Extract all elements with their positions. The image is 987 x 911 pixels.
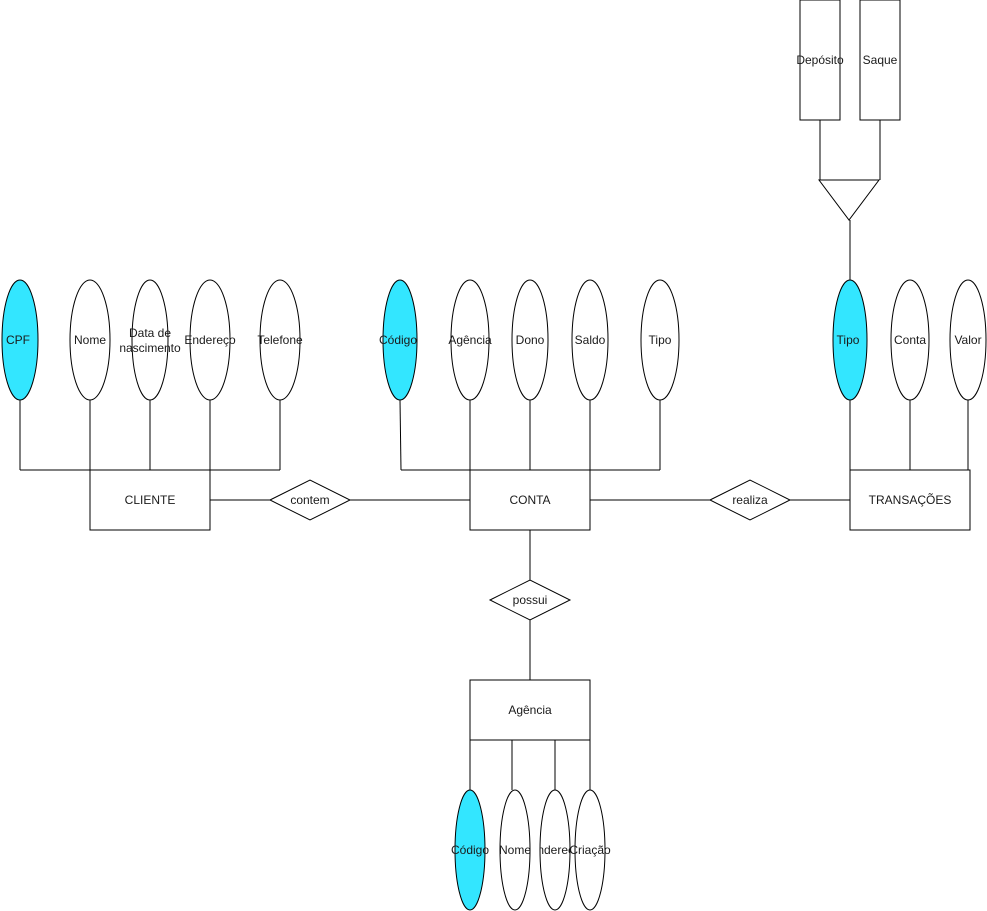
attribute-conta-saldo[interactable]: Saldo — [571, 279, 609, 401]
attribute-agencia-criacao[interactable]: Criação — [569, 789, 611, 911]
attribute-conta-dono[interactable]: Dono — [511, 279, 549, 401]
entity-transacoes[interactable]: TRANSAÇÕES — [849, 469, 971, 531]
attribute-cliente-cpf[interactable]: CPF — [1, 279, 39, 401]
entity-agencia[interactable]: Agência — [469, 679, 591, 741]
attribute-conta-tipo[interactable]: Tipo — [640, 279, 680, 401]
attribute-conta-saldo-label: Saldo — [575, 333, 606, 347]
specialization-deposito-label: Depósito — [796, 53, 844, 67]
relationship-contem[interactable]: contem — [268, 479, 352, 521]
attribute-transacoes-tipo[interactable]: Tipo — [832, 279, 868, 401]
attribute-transacoes-tipo-label: Tipo — [837, 333, 860, 347]
attribute-cliente-telefone-label: Telefone — [257, 333, 303, 347]
relationship-realiza[interactable]: realiza — [708, 479, 792, 521]
attribute-cliente-data-nascimento-label-2: nascimento — [119, 341, 181, 355]
attribute-transacoes-conta[interactable]: Conta — [890, 279, 930, 401]
attribute-cliente-cpf-label: CPF — [6, 333, 30, 347]
relationship-realiza-label: realiza — [732, 493, 768, 507]
attribute-conta-agencia[interactable]: Agência — [448, 279, 492, 401]
attribute-conta-agencia-label: Agência — [448, 333, 492, 347]
attribute-cliente-data-nascimento-label-1: Data de — [129, 326, 171, 340]
specialization-triangle[interactable] — [818, 179, 880, 221]
entity-cliente[interactable]: CLIENTE — [89, 469, 211, 531]
relationship-possui-label: possui — [513, 593, 548, 607]
attribute-agencia-endereco[interactable]: Endereço — [529, 789, 581, 911]
attribute-cliente-nome-label: Nome — [74, 333, 106, 347]
relationship-contem-label: contem — [290, 493, 329, 507]
attribute-agencia-nome-label: Nome — [499, 843, 531, 857]
attribute-agencia-criacao-label: Criação — [569, 843, 611, 857]
attribute-transacoes-valor-label: Valor — [954, 333, 981, 347]
entity-transacoes-label: TRANSAÇÕES — [869, 492, 952, 507]
attribute-conta-codigo[interactable]: Código — [379, 279, 418, 401]
attribute-cliente-nome[interactable]: Nome — [69, 279, 111, 401]
specialization-saque[interactable]: Saque — [859, 0, 901, 121]
attribute-transacoes-conta-label: Conta — [894, 333, 926, 347]
relationship-possui[interactable]: possui — [488, 579, 572, 621]
entity-conta[interactable]: CONTA — [469, 469, 591, 531]
attribute-cliente-data-nascimento[interactable]: Data de nascimento — [119, 279, 181, 401]
attribute-cliente-telefone[interactable]: Telefone — [257, 279, 303, 401]
entity-conta-label: CONTA — [509, 493, 550, 507]
attribute-agencia-codigo-label: Código — [451, 843, 489, 857]
attribute-conta-codigo-label: Código — [379, 333, 417, 347]
attribute-cliente-endereco[interactable]: Endereço — [184, 279, 236, 401]
attribute-agencia-nome[interactable]: Nome — [499, 789, 531, 911]
attribute-conta-dono-label: Dono — [516, 333, 545, 347]
connector-conta-codigo — [399, 399, 402, 471]
attribute-cliente-endereco-label: Endereço — [184, 333, 236, 347]
attribute-agencia-codigo[interactable]: Código — [451, 789, 489, 911]
attribute-agencia-endereco-label: Endereço — [529, 843, 581, 857]
attribute-conta-tipo-label: Tipo — [649, 333, 672, 347]
attribute-transacoes-valor[interactable]: Valor — [949, 279, 987, 401]
specialization-saque-label: Saque — [863, 53, 898, 67]
entity-cliente-label: CLIENTE — [125, 493, 176, 507]
specialization-deposito[interactable]: Depósito — [796, 0, 844, 121]
entity-agencia-label: Agência — [508, 703, 552, 717]
